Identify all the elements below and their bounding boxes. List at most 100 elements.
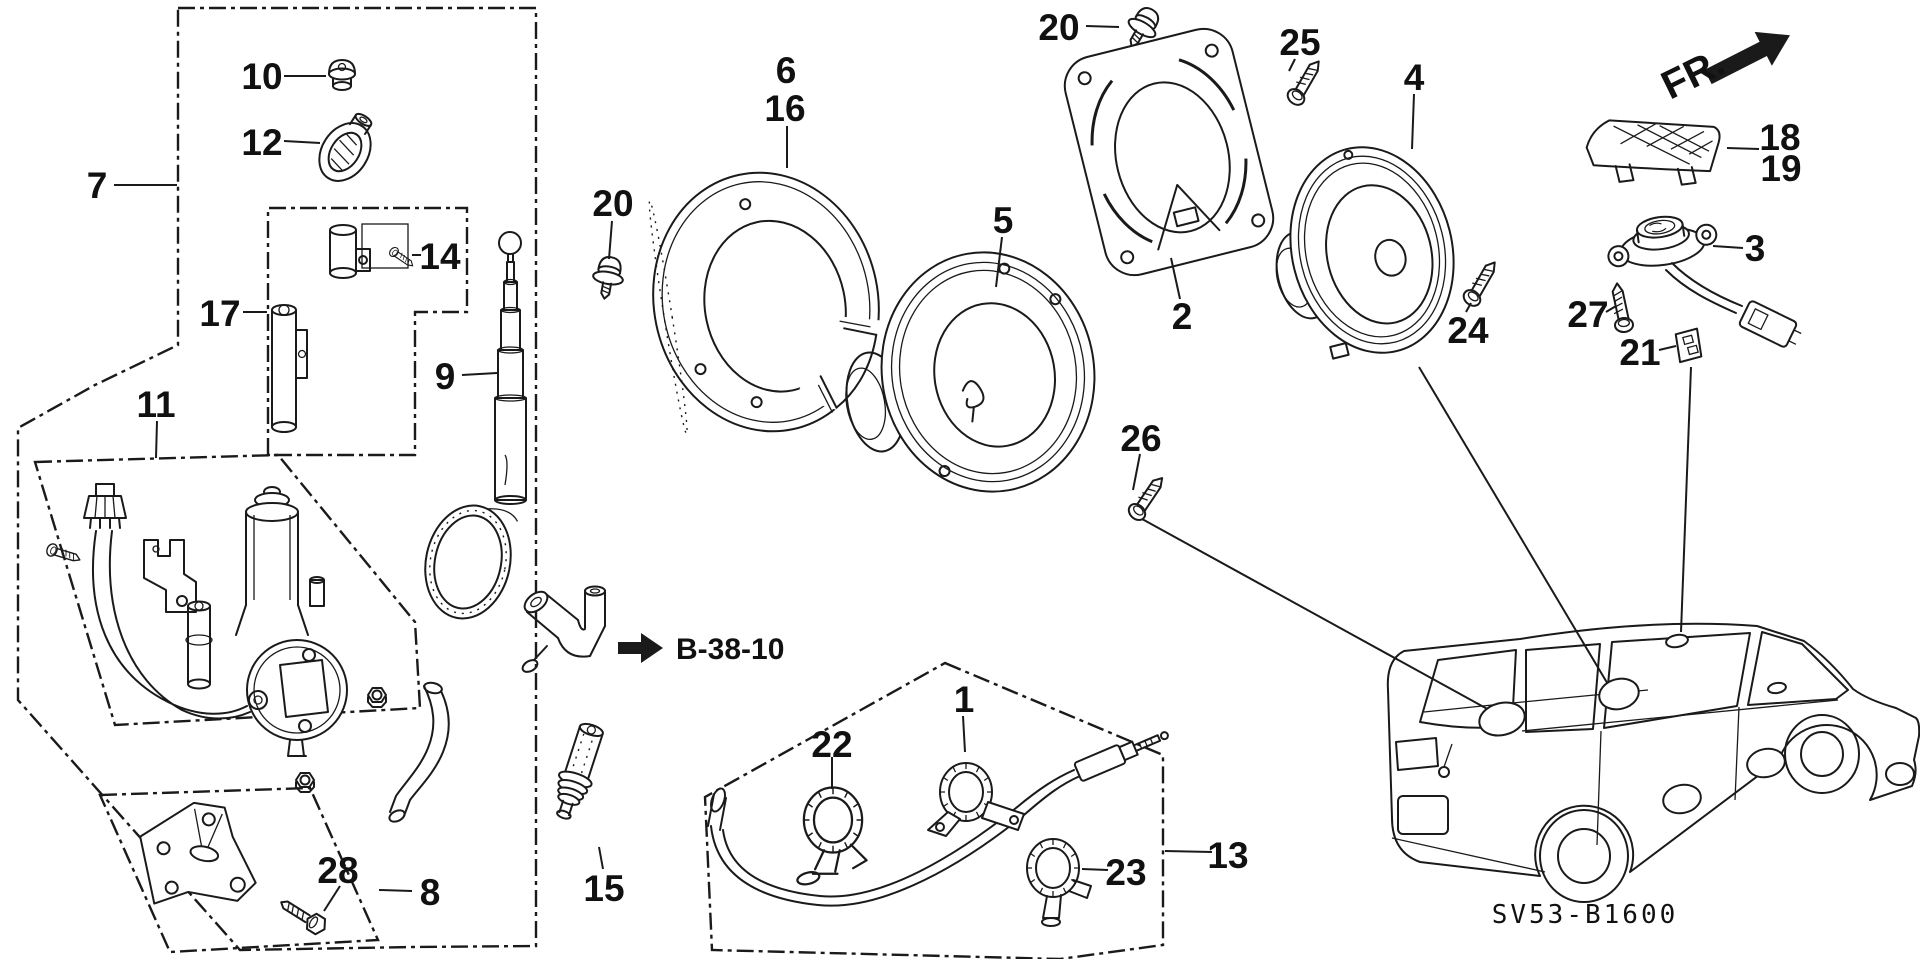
diagram-code-label: SV53-B1600: [1492, 900, 1679, 930]
part-5-speaker: [845, 251, 1096, 493]
part-4-speaker: [1275, 146, 1455, 360]
callout-2: 2: [1172, 296, 1193, 337]
part-6-16-speaker-enclosure: [648, 171, 914, 435]
part-8-mount-bracket: [139, 801, 257, 905]
callout-22: 22: [811, 724, 852, 765]
callout-26: 26: [1120, 418, 1161, 459]
car-rear-view: [1386, 622, 1920, 903]
locator-line-rear-deck-right: [1418, 366, 1610, 687]
cross-reference-label: B-38-10: [676, 633, 784, 666]
callout-27: 27: [1567, 294, 1608, 335]
fr-direction-label: FR.: [1655, 40, 1732, 108]
speaker-hole-rear-door: [1662, 783, 1702, 815]
group-box-17: [266, 206, 469, 457]
callout-28: 28: [317, 850, 358, 891]
part-11-nut-a: [367, 687, 387, 708]
antenna-mount-hole: [1665, 633, 1689, 649]
callout-leader-lines: [114, 25, 1760, 912]
callout-10: 10: [241, 56, 282, 97]
speaker-hole-kick-panel: [1885, 762, 1915, 786]
bumper-crease: [1391, 837, 1546, 873]
door-seams: [1596, 706, 1740, 846]
callout-15: 15: [583, 868, 624, 909]
rear-wheel-hub: [1557, 828, 1611, 884]
part-11-gear-housing: [246, 639, 348, 741]
callout-12: 12: [241, 122, 282, 163]
part-9-antenna-mast: [494, 231, 527, 505]
locator-line-antenna-hole: [1680, 366, 1692, 633]
callout-14: 14: [419, 236, 461, 277]
locator-lines: [1132, 366, 1692, 712]
part-17-mast-holder: [329, 224, 371, 279]
car-body-outline: [1386, 622, 1920, 877]
group-box-11: [33, 453, 422, 727]
part-20-grommet-screw-a: [588, 253, 628, 303]
part-3-cable-connector: [1738, 300, 1802, 348]
rear-wheel: [1539, 809, 1629, 903]
part-10-grommet: [328, 59, 356, 91]
callout-5: 5: [993, 200, 1014, 241]
part-3-antenna-base: [1607, 215, 1718, 268]
beltline: [1521, 699, 1839, 732]
callout-labels: 7 10 12 14 17 9 11 28 8 20 6 16 5 20 25 …: [87, 7, 1802, 913]
part-11-connector: [83, 483, 127, 529]
drain-elbow-tubes: [521, 585, 606, 673]
callout-11: 11: [136, 384, 175, 425]
part-11-harness-wires: [92, 530, 251, 720]
part-23-clip: [1026, 838, 1092, 927]
part-9-antenna-cable-coil: [424, 504, 519, 620]
part-17-mast-tube: [271, 304, 308, 433]
callout-6: 6: [776, 50, 797, 91]
callout-25: 25: [1279, 22, 1320, 63]
quarter-window: [1525, 643, 1601, 733]
callout-9: 9: [435, 356, 456, 397]
part-12-antenna-base-gasket: [318, 112, 373, 182]
callout-4: 4: [1404, 57, 1425, 98]
callout-20a: 20: [592, 183, 633, 224]
callout-18: 18: [1759, 117, 1800, 158]
callout-8: 8: [420, 872, 441, 913]
part-14-screw: [387, 245, 416, 272]
front-wheel: [1784, 714, 1860, 794]
group-box-7: [16, 6, 538, 952]
group-boundary-boxes: [16, 6, 1165, 959]
part-21-clip: [1674, 327, 1703, 364]
part-11-nut-b: [295, 772, 315, 793]
license-recess: [1397, 795, 1449, 835]
speaker-hole-rear-deck-left: [1478, 701, 1526, 737]
fr-direction-indicator: [1704, 31, 1790, 85]
part-18-19-grille-cover: [1585, 119, 1721, 186]
speaker-hole-rear-deck-right: [1598, 677, 1640, 711]
callout-1: 1: [954, 679, 975, 720]
callout-24: 24: [1447, 310, 1489, 351]
callout-7: 7: [87, 165, 108, 206]
callout-17: 17: [199, 293, 240, 334]
part-2-speaker-bracket: [1063, 27, 1275, 277]
part-13-antenna-cable: [707, 731, 1169, 907]
fr-arrow-icon: [1704, 31, 1790, 85]
callout-20b: 20: [1038, 7, 1079, 48]
part-1-cable-clamp: [927, 762, 1025, 837]
callout-21: 21: [1619, 332, 1660, 373]
front-wheel-hub: [1800, 731, 1844, 777]
tail-light: [1395, 737, 1439, 771]
group-box-8: [98, 786, 380, 954]
part-11-bracket-clip: [143, 539, 197, 613]
cowl-grommet-hole: [1767, 681, 1787, 695]
part-28-bolt: [280, 900, 327, 936]
group-box-14: [361, 223, 409, 269]
front-door-window: [1747, 631, 1849, 706]
reference-arrow-icon: [618, 633, 663, 663]
part-3-cable: [1665, 262, 1743, 314]
rear-wiper-pivot: [1438, 766, 1450, 778]
part-26-screw: [1124, 473, 1173, 525]
part-11-motor: [235, 486, 348, 757]
part-11-mast-guide-tube: [185, 600, 213, 690]
speaker-hole-front-door: [1746, 747, 1786, 779]
callout-13: 13: [1207, 835, 1248, 876]
locator-line-rear-deck-left: [1132, 513, 1492, 712]
part-22-clip: [796, 786, 868, 886]
callout-19: 19: [1760, 148, 1801, 189]
